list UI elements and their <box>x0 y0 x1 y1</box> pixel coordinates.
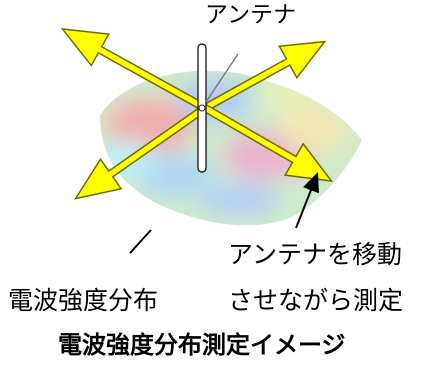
field-surface <box>100 70 362 226</box>
figure-caption: 電波強度分布測定イメージ <box>58 331 346 359</box>
field-distribution-label: 電波強度分布 <box>8 286 159 315</box>
antenna-label: アンテナ <box>205 2 297 28</box>
antenna-leader-line <box>205 53 239 103</box>
direction-arrows <box>60 28 334 200</box>
move-measure-label-line2: させながら測定 <box>228 286 404 315</box>
arrow-down-left <box>73 104 209 200</box>
antenna-rod <box>197 43 207 173</box>
arrow-up-left <box>60 28 208 113</box>
move-measure-label-line1: アンテナを移動 <box>228 240 403 269</box>
distribution-leader-line <box>129 229 152 254</box>
move-pointer-arrow <box>295 172 319 229</box>
arrow-up-right <box>202 40 327 113</box>
arrow-down-right <box>202 103 334 182</box>
